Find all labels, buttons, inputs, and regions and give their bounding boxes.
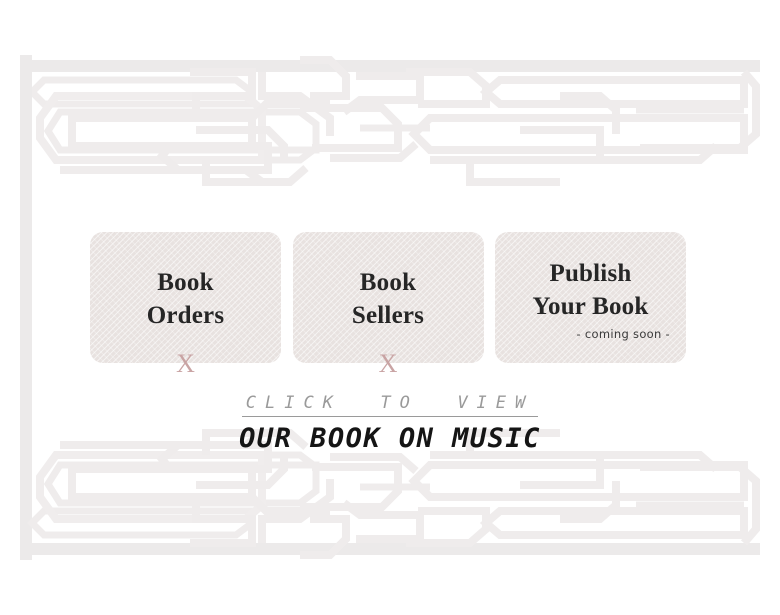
- card-title: Book Sellers: [351, 268, 425, 329]
- card-book-sellers[interactable]: Book Sellers X: [292, 232, 484, 377]
- card-content: Book Sellers: [293, 232, 484, 363]
- cta-headline-text: OUR BOOK ON MUSIC: [239, 423, 541, 455]
- view-book-cta: CLICK TO VIEW OUR BOOK ON MUSIC: [0, 393, 780, 454]
- card-title: Publish Your Book: [532, 259, 649, 320]
- book-nav-card-row: Book Orders X Book Sellers X Publish You…: [90, 232, 686, 377]
- x-marker-icon: X: [378, 349, 398, 378]
- cta-eyebrow-text: CLICK TO VIEW: [241, 393, 539, 418]
- card-title: Book Orders: [146, 268, 225, 329]
- our-book-on-music-link[interactable]: CLICK TO VIEW OUR BOOK ON MUSIC: [239, 393, 541, 454]
- coming-soon-note: - coming soon -: [576, 326, 670, 341]
- card-content: Publish Your Book - coming soon -: [495, 232, 686, 363]
- x-marker-icon: X: [176, 349, 195, 378]
- card-publish-your-book[interactable]: Publish Your Book - coming soon -: [495, 232, 686, 363]
- card-content: Book Orders: [90, 232, 281, 363]
- card-book-orders[interactable]: Book Orders X: [90, 232, 281, 377]
